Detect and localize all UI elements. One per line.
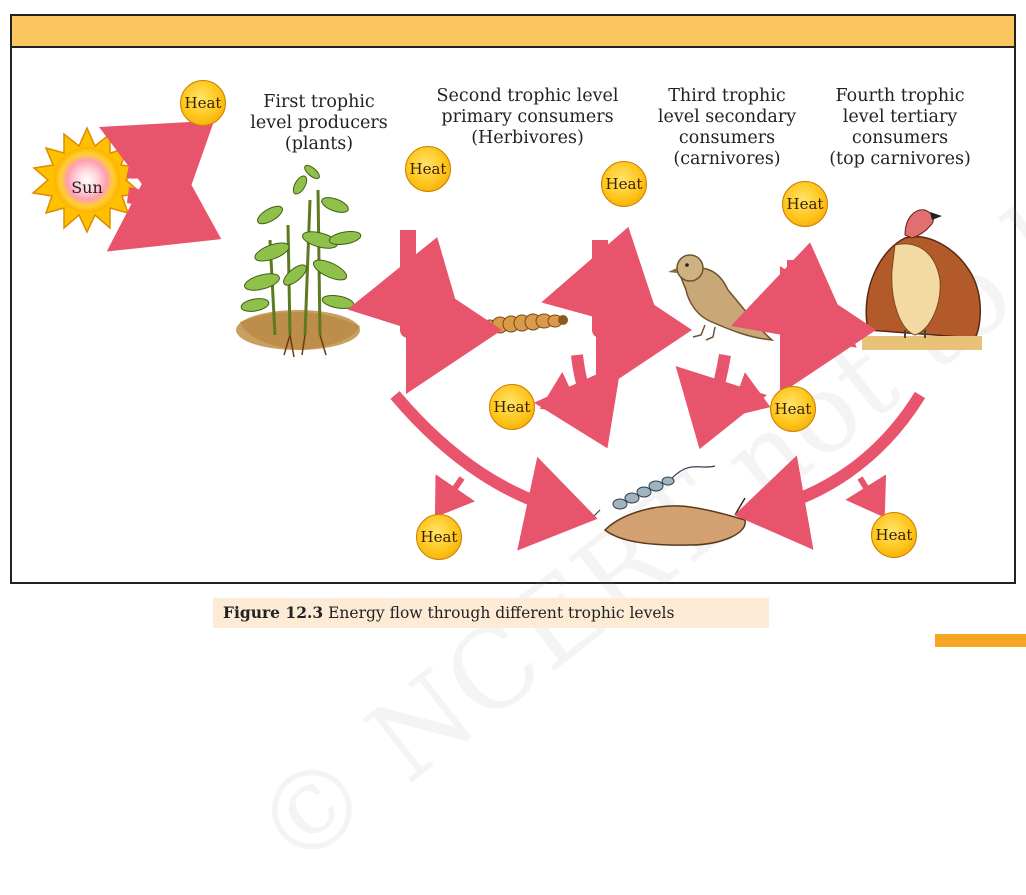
heat-label: Heat xyxy=(774,400,812,418)
page-number-tab xyxy=(935,634,1026,647)
heat-icon: Heat xyxy=(416,514,462,560)
figure-caption-text: Energy flow through different trophic le… xyxy=(323,604,675,622)
heat-label: Heat xyxy=(409,160,447,178)
heat-icon: Heat xyxy=(871,512,917,558)
plants-to-decomposer-arrow xyxy=(390,391,598,551)
carnivore-to-decomposer-arrow xyxy=(675,354,768,450)
sun-to-heat-arrow xyxy=(98,120,215,230)
carnivore-heat-loss-arrow xyxy=(730,242,857,348)
figure-number: Figure 12.3 xyxy=(223,603,324,622)
bird-secondary-consumer-icon xyxy=(668,254,775,341)
heat-label: Heat xyxy=(184,94,222,112)
energy-flow-diagram xyxy=(31,120,982,551)
herbivore-heat-loss-arrow xyxy=(541,226,665,337)
heat-icon: Heat xyxy=(180,80,226,126)
herbivore-to-decomposer-arrow xyxy=(533,354,622,449)
heat-icon: Heat xyxy=(405,146,451,192)
heat-label: Heat xyxy=(786,195,824,213)
heat-icon: Heat xyxy=(489,384,535,430)
heat-label: Heat xyxy=(420,528,458,546)
heat-icon: Heat xyxy=(782,181,828,227)
sun-label: Sun xyxy=(71,178,103,197)
header-band xyxy=(12,16,1014,48)
caterpillar-herbivore-icon xyxy=(481,313,568,335)
top-carnivore-to-decomposer-arrow xyxy=(734,391,926,550)
plant-heat-loss-arrow xyxy=(347,237,470,348)
sun-to-plants-arrow xyxy=(106,137,222,252)
plant-producer-icon xyxy=(236,164,362,358)
heat-label: Heat xyxy=(605,175,643,193)
heat-label: Heat xyxy=(875,526,913,544)
decomposers-icon xyxy=(587,465,753,546)
heat-label: Heat xyxy=(493,398,531,416)
heat-icon: Heat xyxy=(601,161,647,207)
vulture-top-carnivore-icon xyxy=(862,209,982,350)
heat-icon: Heat xyxy=(770,386,816,432)
figure-caption: Figure 12.3 Energy flow through differen… xyxy=(213,598,769,628)
